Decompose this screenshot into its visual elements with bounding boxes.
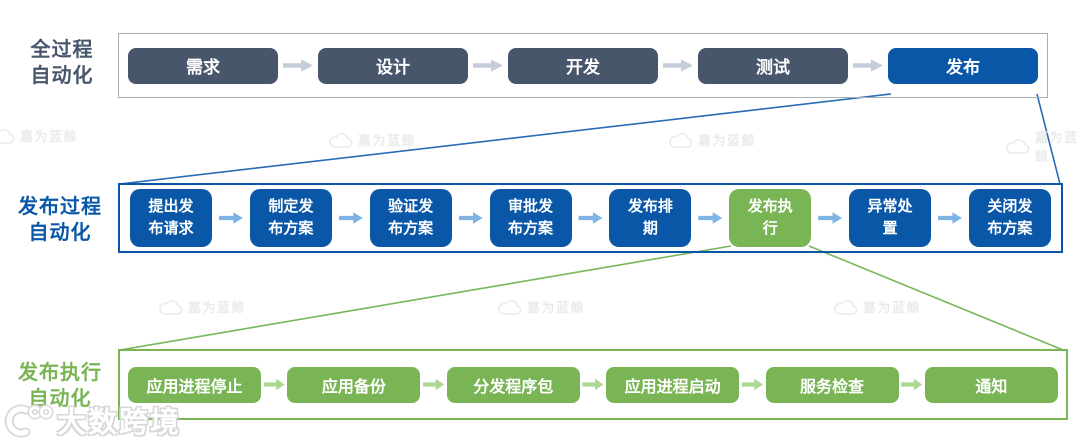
task-start-app-process: 应用进程启动 xyxy=(606,366,740,403)
cloud-icon xyxy=(498,299,522,315)
connector-line-blue-left xyxy=(119,93,892,185)
stage-release: 发布 xyxy=(888,47,1038,84)
stage-design: 设计 xyxy=(318,47,468,84)
brand-watermark: 嘉为蓝鲸 xyxy=(158,297,246,316)
full-process-panel: 需求 设计 开发 测试 发布 xyxy=(118,33,1048,98)
arrow-right-icon xyxy=(853,59,883,72)
brand-watermark: 嘉为蓝鲸 xyxy=(497,297,585,316)
arrow-right-icon xyxy=(338,212,363,224)
step-approve-release-plan: 审批发 布方案 xyxy=(489,189,572,247)
brand-watermark-text: 嘉为蓝鲸 xyxy=(358,133,417,148)
arrow-right-icon xyxy=(263,378,285,391)
arrow-right-icon xyxy=(578,212,603,224)
arrow-right-icon xyxy=(582,378,604,391)
task-service-check: 服务检查 xyxy=(765,366,899,403)
release-process-automation-label: 发布过程 自动化 xyxy=(18,196,102,244)
brand-watermark: 嘉为蓝鲸 xyxy=(328,130,416,149)
step-close-release-plan: 关闭发 布方案 xyxy=(968,189,1051,247)
arrow-right-icon xyxy=(663,59,693,72)
arrow-right-icon xyxy=(818,212,843,224)
task-distribute-package: 分发程序包 xyxy=(446,366,580,403)
brand-watermark-text: 嘉为蓝鲸 xyxy=(1035,130,1079,164)
brand-watermark: 嘉为蓝鲸 xyxy=(833,297,921,316)
brand-watermark: 嘉为蓝鲸 xyxy=(668,130,756,149)
cloud-icon xyxy=(669,132,693,148)
cloud-icon xyxy=(834,299,858,315)
brand-watermark: 嘉为蓝鲸 xyxy=(1005,127,1080,165)
arrow-right-icon xyxy=(937,212,962,224)
cloud-icon xyxy=(1006,139,1030,154)
brand-watermark-text: 嘉为蓝鲸 xyxy=(20,129,79,144)
arrow-right-icon xyxy=(473,59,503,72)
step-exception-handling: 异常处 置 xyxy=(849,189,932,247)
task-notification: 通知 xyxy=(924,366,1058,403)
step-verify-release-plan: 验证发 布方案 xyxy=(369,189,452,247)
footer-watermark: 大数跨境 xyxy=(2,399,181,441)
release-process-panel: 提出发 布请求 制定发 布方案 验证发 布方案 审批发 布方案 发布排 期 发布… xyxy=(118,183,1063,253)
step-create-release-plan: 制定发 布方案 xyxy=(249,189,332,247)
task-stop-app-process: 应用进程停止 xyxy=(128,366,261,403)
brand-watermark: 嘉为蓝鲸 xyxy=(0,126,78,145)
brand-watermark-text: 嘉为蓝鲸 xyxy=(698,133,757,148)
step-release-execution: 发布执 行 xyxy=(729,189,812,247)
release-execution-panel: 应用进程停止 应用备份 分发程序包 应用进程启动 服务检查 通知 xyxy=(118,349,1068,420)
arrow-right-icon xyxy=(458,212,483,224)
brand-watermark-text: 嘉为蓝鲸 xyxy=(527,300,586,315)
arrow-right-icon xyxy=(741,378,763,391)
footer-watermark-text: 大数跨境 xyxy=(57,407,182,439)
footer-logo-icon xyxy=(4,404,54,438)
arrow-right-icon xyxy=(698,212,723,224)
step-release-scheduling: 发布排 期 xyxy=(609,189,692,247)
arrow-right-icon xyxy=(901,378,923,391)
stage-requirements: 需求 xyxy=(128,47,278,84)
brand-watermark-text: 嘉为蓝鲸 xyxy=(863,300,922,315)
brand-watermark-text: 嘉为蓝鲸 xyxy=(188,300,247,315)
cloud-icon xyxy=(329,132,353,148)
cloud-icon xyxy=(159,299,183,315)
task-app-backup: 应用备份 xyxy=(287,366,421,403)
arrow-right-icon xyxy=(218,212,243,224)
arrow-right-icon xyxy=(283,59,313,72)
stage-development: 开发 xyxy=(508,47,658,84)
release-execution-automation-label: 发布执行 自动化 xyxy=(18,362,102,410)
stage-testing: 测试 xyxy=(698,47,848,84)
arrow-right-icon xyxy=(423,378,445,391)
full-process-automation-label: 全过程 自动化 xyxy=(30,39,94,87)
cloud-icon xyxy=(0,128,15,144)
step-raise-release-request: 提出发 布请求 xyxy=(130,189,212,247)
